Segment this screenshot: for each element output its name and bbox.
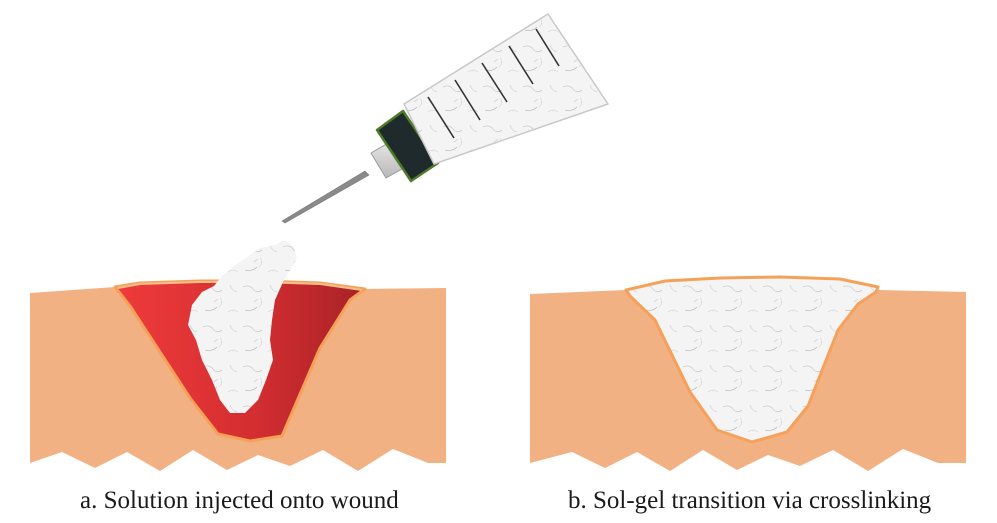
- caption-panel-b: b. Sol-gel transition via crosslinking: [568, 488, 931, 513]
- syringe-barrel: [404, 14, 608, 164]
- panel-b: [530, 277, 966, 471]
- syringe-icon: [282, 14, 608, 223]
- caption-panel-a: a. Solution injected onto wound: [80, 488, 399, 513]
- panel-a: [30, 240, 446, 471]
- needle: [282, 171, 369, 223]
